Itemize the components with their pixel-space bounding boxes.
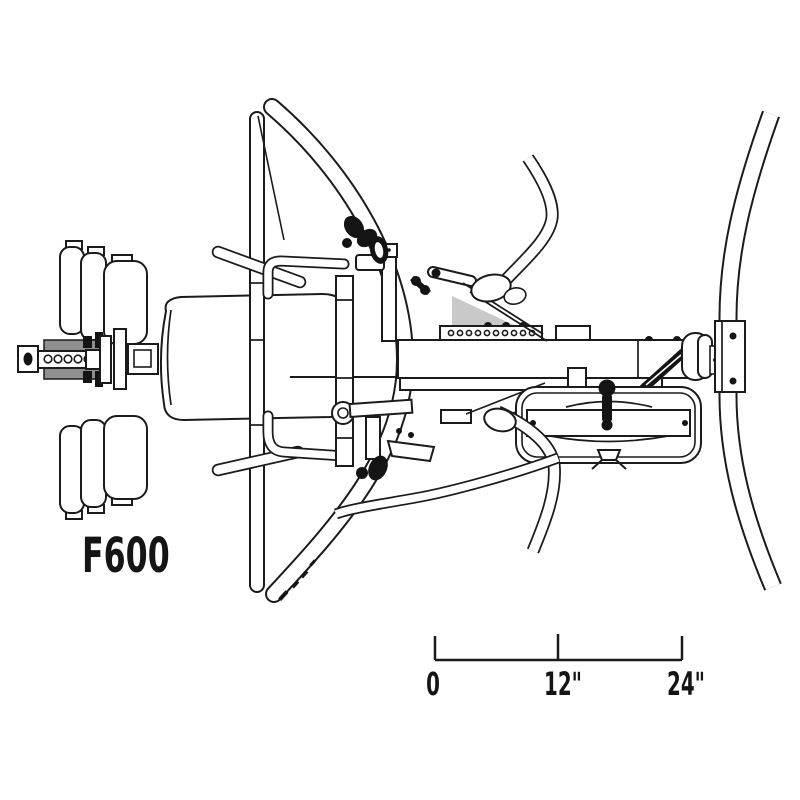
upper-elbow-tube: [264, 257, 348, 298]
upper-handle-collar: [503, 286, 527, 306]
left-post: [249, 111, 285, 593]
seat-pad-curve: [549, 435, 669, 443]
upper-handlebar: [499, 155, 557, 287]
model-label: F600: [82, 527, 170, 584]
plate-step: [555, 325, 591, 341]
shaft-collar: [85, 349, 101, 370]
bolt-bump: [645, 336, 653, 340]
plate-bolt: [729, 332, 737, 340]
bolt-bump: [673, 336, 681, 340]
seat-pad-assembly: [515, 379, 702, 470]
seat-bolt-shaft: [602, 394, 612, 422]
pad-pegs-and-elbows: [211, 245, 350, 477]
beam-body: [397, 339, 701, 379]
link-bar: [440, 409, 472, 424]
roller-pad: [80, 419, 107, 508]
upper-peg: [213, 247, 305, 287]
lower-elbow-tube: [264, 412, 348, 460]
clamp-block: [83, 371, 92, 383]
bracket-slot: [23, 352, 33, 366]
receiver-bar: [99, 335, 112, 384]
back-pad-edge-line: [166, 309, 172, 406]
swing-bar: [348, 398, 414, 419]
receiver-bar: [113, 328, 127, 390]
plate-bolt: [729, 377, 737, 385]
lower-cross-tube: [334, 454, 560, 518]
scale-label-0: 0: [426, 666, 440, 703]
scale-bar: 0 12" 24": [426, 634, 705, 703]
frame-logo-marks: [278, 559, 317, 602]
seat-bracket: [596, 449, 622, 461]
mount-plate: [714, 320, 746, 393]
support-strut-line: [257, 115, 285, 241]
pin-hole: [63, 354, 73, 364]
right-mount-plate: [714, 320, 746, 393]
scale-label-24: 24": [667, 666, 705, 703]
seat-bolt-head: [598, 379, 616, 397]
beam-end-hardware: [639, 332, 721, 393]
scale-label-12: 12": [544, 666, 582, 703]
post-tube: [249, 111, 265, 593]
handlebars: [334, 154, 561, 554]
bracket-plate: [386, 439, 436, 463]
pin-hole: [43, 354, 53, 364]
roller-pad: [80, 252, 107, 341]
upper-handle-mount: [470, 273, 512, 303]
drop-bar: [365, 416, 381, 460]
seat-bolt-tip: [601, 419, 613, 431]
clamp-dark: [343, 215, 365, 239]
bolt-bump: [502, 322, 510, 326]
roller-pad: [103, 415, 148, 500]
lower-handle-mount: [483, 407, 517, 433]
clamp-dark: [368, 455, 388, 481]
adjustment-shaft: [17, 328, 159, 390]
pin-hole: [73, 354, 83, 364]
pivot-bar: [381, 256, 397, 342]
bolt-bump: [484, 322, 492, 326]
receiver-socket: [133, 349, 152, 368]
center-mechanism-upper: [335, 215, 548, 467]
clamp-block: [83, 336, 92, 348]
pin-hole: [53, 354, 63, 364]
